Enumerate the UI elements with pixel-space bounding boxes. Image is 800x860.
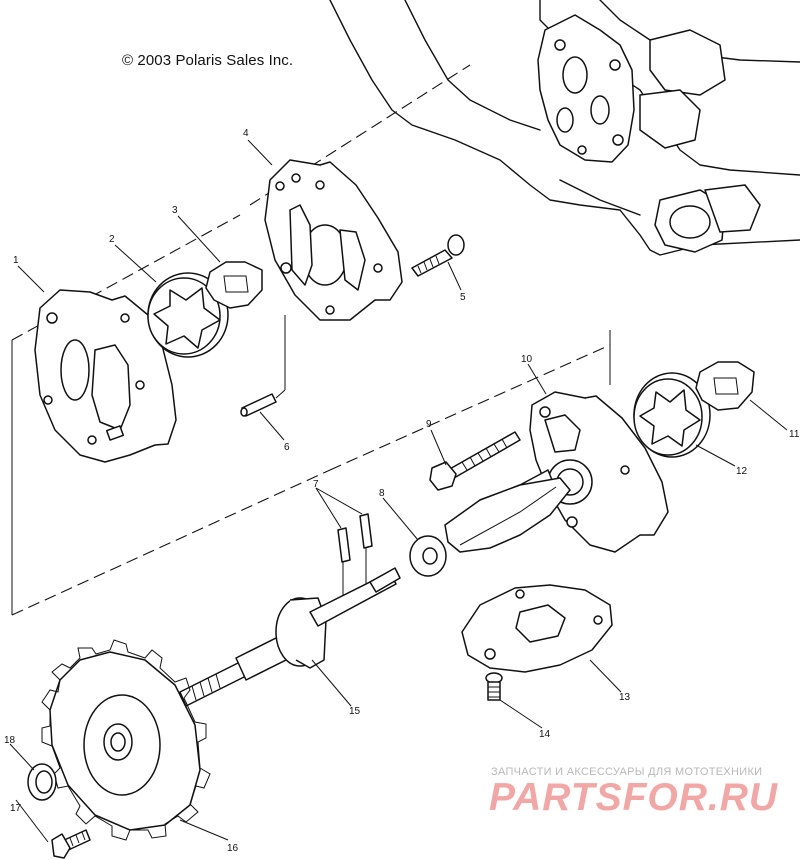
part-13-gasket (444, 477, 613, 673)
callout-2: 2 (109, 234, 115, 245)
part-5-screw (411, 234, 465, 277)
callout-17: 17 (10, 803, 22, 814)
part-4-pump-plate (264, 159, 403, 321)
callout-5: 5 (460, 292, 466, 303)
watermark-tagline: ЗАПЧАСТИ И АКСЕССУАРЫ ДЛЯ МОТОТЕХНИКИ (491, 766, 763, 778)
part-7-pins (337, 513, 373, 600)
callout-6: 6 (284, 442, 290, 453)
callout-16: 16 (227, 843, 239, 854)
part-16-gear (41, 639, 211, 841)
part-12-outer-rotor (633, 372, 711, 458)
copyright-notice: © 2003 Polaris Sales Inc. (122, 52, 294, 69)
callout-9: 9 (426, 419, 432, 430)
part-18-washer (27, 763, 57, 801)
callout-12: 12 (736, 466, 748, 477)
part-3-inner-rotor (205, 261, 263, 309)
part-1-pump-housing (34, 289, 177, 463)
callout-3: 3 (172, 205, 178, 216)
callout-14: 14 (539, 729, 551, 740)
part-2-outer-rotor (147, 272, 229, 358)
callout-1: 1 (13, 255, 19, 266)
engine-crankcase (329, 0, 800, 256)
part-15-shaft (179, 567, 401, 707)
callout-4: 4 (243, 128, 249, 139)
callout-labels: 1 2 3 4 5 6 7 8 9 10 11 12 13 14 15 16 1… (4, 128, 800, 854)
part-14-screw (485, 672, 503, 701)
callout-7: 7 (313, 479, 319, 490)
part-9-bolt (429, 431, 521, 491)
part-11-inner-rotor (695, 361, 755, 411)
part-8-washer (409, 535, 447, 577)
callout-11: 11 (789, 429, 800, 440)
leader-lines (9, 139, 788, 843)
callout-15: 15 (349, 706, 361, 717)
part-6-dowel-pin (240, 393, 277, 417)
watermark-brand: PARTSFOR.RU (489, 776, 779, 819)
callout-10: 10 (521, 354, 533, 365)
callout-13: 13 (619, 692, 631, 703)
part-17-bolt (51, 829, 91, 859)
callout-8: 8 (379, 488, 385, 499)
callout-18: 18 (4, 735, 16, 746)
